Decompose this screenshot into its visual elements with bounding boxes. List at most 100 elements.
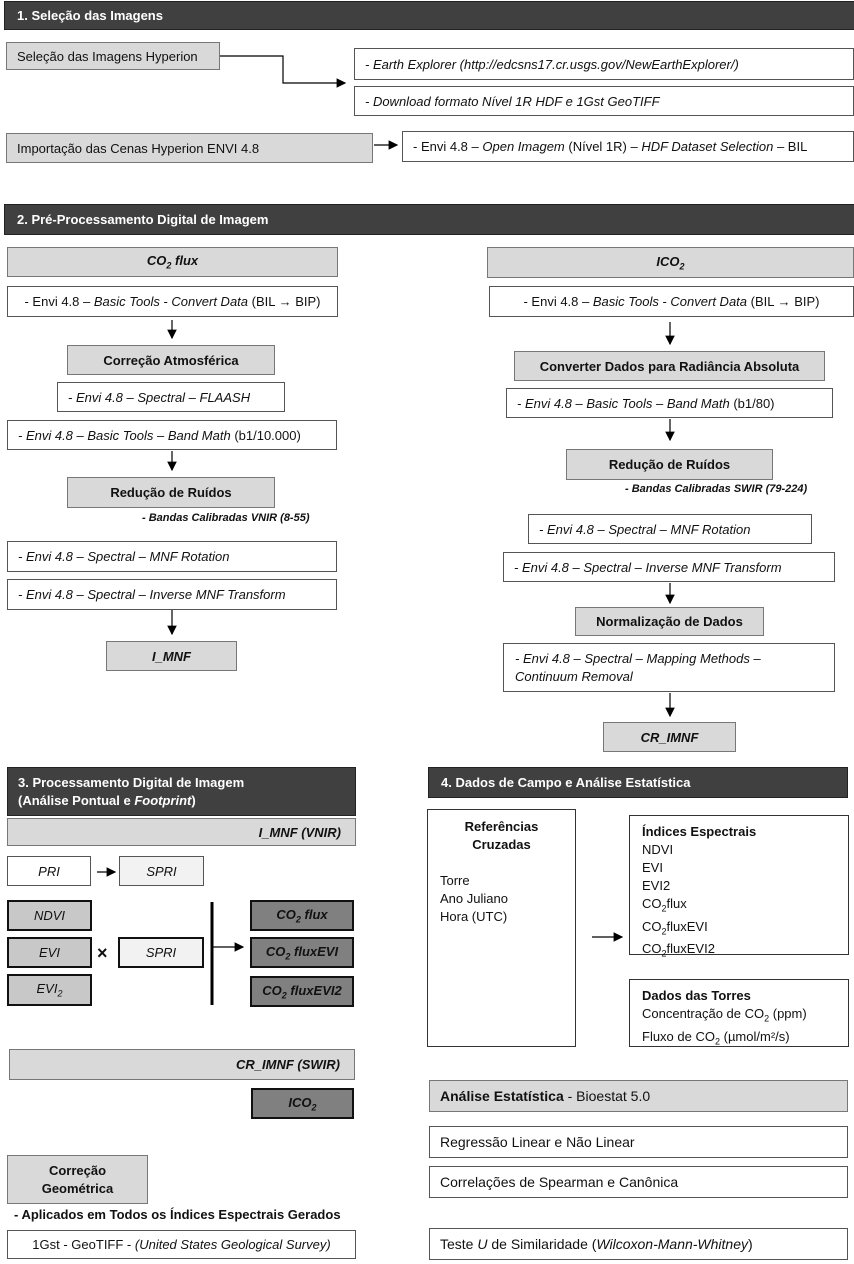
statistical-analysis-label: Análise Estatística - Bioestat 5.0 [440, 1088, 651, 1104]
imnf-vnir-label: I_MNF (VNIR) [258, 824, 341, 840]
evi-label: EVI [39, 945, 60, 960]
ref-item-ano-juliano: Ano Juliano [440, 891, 508, 906]
section-2-header: 2. Pré-Processamento Digital de Imagem [4, 204, 854, 235]
flaash-box: - Envi 4.8 – Spectral – FLAASH [57, 382, 285, 412]
import-detail-box: - Envi 4.8 – Open Imagem (Nível 1R) – HD… [402, 131, 854, 162]
mapping-methods-line1: - Envi 4.8 – Spectral – Mapping Methods … [515, 650, 761, 666]
spri-top-box: SPRI [119, 856, 204, 886]
left-mnf-rotation-box: - Envi 4.8 – Spectral – MNF Rotation [7, 541, 337, 572]
similarity-test-box: Teste U de Similaridade (Wilcoxon-Mann-W… [429, 1228, 848, 1260]
data-normalization-box: Normalização de Dados [575, 607, 764, 636]
earth-explorer-box: - Earth Explorer (http://edcsns17.cr.usg… [354, 48, 854, 80]
regression-label: Regressão Linear e Não Linear [440, 1134, 635, 1150]
evi-box: EVI [7, 937, 92, 968]
vnir-bands-note: - Bandas Calibradas VNIR (8-55) [142, 512, 310, 524]
index-co2flux: CO2flux [642, 896, 687, 914]
geometric-correction-line1: Correção [48, 1162, 107, 1178]
left-bandmath-label: - Envi 4.8 – Basic Tools – Band Math (b1… [18, 427, 301, 443]
section-3-subtitle: (Análise Pontual e Footprint) [18, 793, 196, 808]
evi2-box: EVI2 [7, 974, 92, 1006]
ndvi-box: NDVI [7, 900, 92, 931]
pri-label: PRI [38, 863, 60, 879]
download-format-label: - Download formato Nível 1R HDF e 1Gst G… [365, 93, 660, 109]
co2flux-header-label: CO2 flux [146, 253, 199, 271]
left-convert-data-box: - Envi 4.8 – Basic Tools - Convert Data … [7, 286, 338, 317]
hyperion-selection-label: Seleção das Imagens Hyperion [17, 48, 198, 64]
section-1-title: 1. Seleção das Imagens [17, 8, 163, 23]
spri-top-label: SPRI [146, 863, 177, 879]
right-convert-data-box: - Envi 4.8 – Basic Tools - Convert Data … [489, 286, 854, 317]
right-mnf-rotation-label: - Envi 4.8 – Spectral – MNF Rotation [539, 521, 751, 537]
section-4-header: 4. Dados de Campo e Análise Estatística [428, 767, 848, 798]
co2fluxevi-result-label: CO2 fluxEVI [265, 943, 339, 962]
co2fluxevi2-result-label: CO2 fluxEVI2 [262, 982, 342, 1001]
pri-box: PRI [7, 856, 91, 886]
ref-item-torre: Torre [440, 873, 470, 888]
right-inverse-mnf-label: - Envi 4.8 – Spectral – Inverse MNF Tran… [514, 559, 782, 575]
section-4-title: 4. Dados de Campo e Análise Estatística [441, 775, 691, 790]
correlations-box: Correlações de Spearman e Canônica [429, 1166, 848, 1198]
crimnf-swir-label: CR_IMNF (SWIR) [236, 1057, 340, 1072]
flaash-label: - Envi 4.8 – Spectral – FLAASH [68, 389, 251, 405]
ico2-result-label: ICO2 [288, 1094, 317, 1113]
index-evi: EVI [642, 860, 663, 875]
spri-mid-label: SPRI [145, 945, 177, 960]
index-co2fluxevi2: CO2fluxEVI2 [642, 941, 715, 959]
index-ndvi: NDVI [642, 842, 674, 857]
data-normalization-label: Normalização de Dados [596, 614, 743, 629]
co2flux-result-box: CO2 flux [250, 900, 354, 931]
radiance-conversion-box: Converter Dados para Radiância Absoluta [514, 351, 825, 381]
right-mnf-rotation-box: - Envi 4.8 – Spectral – MNF Rotation [528, 514, 812, 544]
imnf-vnir-box: I_MNF (VNIR) [7, 818, 356, 846]
section-3-title: 3. Processamento Digital de Imagem [18, 775, 245, 790]
ndvi-label: NDVI [33, 908, 66, 923]
arrow-hyperion-to-explorer [220, 55, 347, 88]
left-noise-reduction-label: Redução de Ruídos [110, 485, 232, 500]
index-co2fluxevi: CO2fluxEVI [642, 918, 708, 937]
left-mnf-rotation-label: - Envi 4.8 – Spectral – MNF Rotation [18, 549, 230, 564]
import-detail-label: - Envi 4.8 – Open Imagem (Nível 1R) – HD… [413, 139, 808, 154]
mapping-methods-box: - Envi 4.8 – Spectral – Mapping Methods … [503, 643, 835, 692]
multiply-symbol: × [97, 943, 108, 963]
ico2-header-box: ICO2 [487, 247, 854, 278]
section-2-title: 2. Pré-Processamento Digital de Imagem [17, 212, 269, 227]
geotiff-box: 1Gst - GeoTIFF - (United States Geologic… [7, 1230, 356, 1259]
left-inverse-mnf-box: - Envi 4.8 – Spectral – Inverse MNF Tran… [7, 579, 337, 610]
right-inverse-mnf-box: - Envi 4.8 – Spectral – Inverse MNF Tran… [503, 552, 835, 582]
left-bandmath-box: - Envi 4.8 – Basic Tools – Band Math (b1… [7, 420, 337, 450]
geometric-correction-box: Correção Geométrica [7, 1155, 148, 1204]
import-scenes-label: Importação das Cenas Hyperion ENVI 4.8 [17, 140, 260, 156]
crimnf-result-box: CR_IMNF [603, 722, 736, 752]
tower-data-title: Dados das Torres [642, 988, 751, 1003]
left-convert-data-label: - Envi 4.8 – Basic Tools - Convert Data … [24, 294, 321, 309]
co2fluxevi-result-box: CO2 fluxEVI [250, 937, 354, 968]
tower-co2-concentration: Concentração de CO2 (ppm) [642, 1006, 807, 1024]
ico2-header-label: ICO2 [656, 253, 685, 272]
right-convert-data-label: - Envi 4.8 – Basic Tools - Convert Data … [523, 294, 820, 309]
spectral-indices-box: Índices Espectrais NDVI EVI EVI2 CO2flux… [629, 815, 849, 959]
co2fluxevi2-result-box: CO2 fluxEVI2 [250, 976, 354, 1007]
right-noise-reduction-box: Redução de Ruídos [566, 449, 773, 480]
download-format-box: - Download formato Nível 1R HDF e 1Gst G… [354, 86, 854, 116]
import-scenes-box: Importação das Cenas Hyperion ENVI 4.8 [6, 133, 373, 163]
statistical-analysis-box: Análise Estatística - Bioestat 5.0 [429, 1080, 848, 1112]
cross-references-box: Referências Cruzadas Torre Ano Juliano H… [427, 809, 576, 1047]
co2flux-header-box: CO2 flux [7, 247, 338, 277]
atmospheric-correction-label: Correção Atmosférica [103, 352, 239, 368]
spri-mid-box: SPRI [118, 937, 204, 968]
left-noise-reduction-box: Redução de Ruídos [67, 477, 275, 508]
co2flux-result-label: CO2 flux [276, 906, 328, 925]
hyperion-selection-box: Seleção das Imagens Hyperion [6, 42, 220, 70]
imnf-result-label: I_MNF [152, 648, 191, 664]
similarity-test-label: Teste U de Similaridade (Wilcoxon-Mann-W… [440, 1236, 753, 1252]
earth-explorer-label: - Earth Explorer (http://edcsns17.cr.usg… [365, 56, 739, 72]
swir-bands-note: - Bandas Calibradas SWIR (79-224) [625, 483, 808, 495]
spectral-indices-title: Índices Espectrais [642, 824, 757, 839]
ico2-result-box: ICO2 [251, 1088, 354, 1119]
right-bandmath-box: - Envi 4.8 – Basic Tools – Band Math (b1… [506, 388, 833, 418]
crimnf-result-label: CR_IMNF [640, 729, 699, 745]
index-evi2: EVI2 [642, 878, 671, 893]
section-1-header: 1. Seleção das Imagens [4, 1, 854, 30]
evi2-label: EVI2 [36, 981, 63, 999]
